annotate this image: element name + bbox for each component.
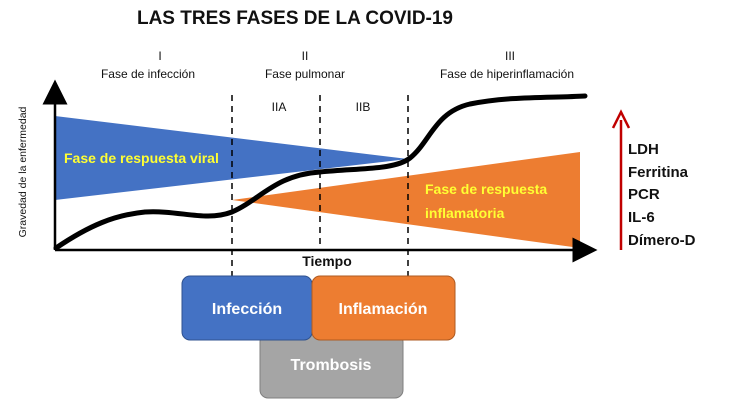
- viral-response-label: Fase de respuesta viral: [64, 150, 219, 166]
- marker-il6: IL-6: [628, 209, 655, 226]
- x-axis-label: Tiempo: [302, 253, 352, 269]
- marker-ferritina: Ferritina: [628, 164, 689, 181]
- phase-2-number: II: [302, 49, 309, 63]
- marker-pcr: PCR: [628, 186, 660, 203]
- phase-1-number: I: [158, 49, 161, 63]
- inflammatory-label-line-2: inflamatoria: [425, 205, 505, 221]
- inflammation-box: [311, 275, 456, 341]
- red-up-arrow-icon: [611, 109, 631, 250]
- infection-label: Infección: [212, 301, 282, 318]
- phase-1-name: Fase de infección: [101, 67, 195, 81]
- phase-3-number: III: [505, 49, 515, 63]
- inflammation-label: Inflamación: [339, 301, 428, 318]
- y-axis-label: Gravedad de la enfermedad: [17, 106, 29, 237]
- thrombosis-label: Trombosis: [291, 357, 372, 374]
- phase-2-name: Fase pulmonar: [265, 67, 345, 81]
- marker-ldh: LDH: [628, 141, 659, 158]
- subphase-iib: IIB: [356, 100, 371, 114]
- marker-dimero-d: Dímero-D: [628, 232, 696, 249]
- subphase-iia: IIA: [272, 100, 287, 114]
- inflammatory-label-line-1: Fase de respuesta: [425, 181, 547, 197]
- severity-curve: [53, 93, 588, 251]
- title: LAS TRES FASES DE LA COVID-19: [137, 8, 453, 29]
- inflammatory-response-wedge: [232, 152, 580, 248]
- viral-response-wedge: [55, 116, 408, 200]
- phase-3-name: Fase de hiperinflamación: [440, 67, 574, 81]
